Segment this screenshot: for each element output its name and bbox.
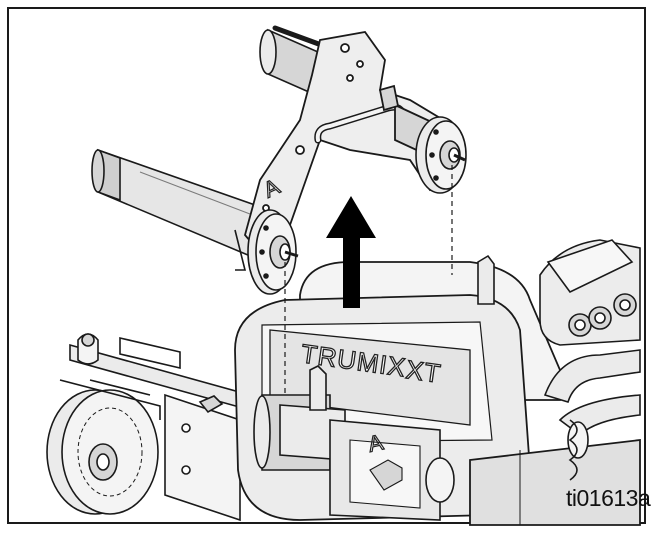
knob-group: [568, 293, 637, 337]
right-hub: [415, 116, 467, 194]
motor-shaft: [91, 148, 256, 271]
cart-wheel: [46, 389, 159, 515]
handle-bars: [543, 349, 641, 481]
control-panel: [539, 239, 641, 346]
lift-arrow-icon: [326, 196, 376, 308]
drive-unit: [253, 254, 495, 521]
drive-part-letter: A: [366, 429, 386, 457]
cart-frame: [59, 333, 251, 522]
figure-id-label: ti01613a: [566, 485, 651, 511]
left-hub: [247, 209, 299, 295]
brand-model: XT: [404, 354, 443, 389]
alignment-guides: [284, 165, 453, 395]
